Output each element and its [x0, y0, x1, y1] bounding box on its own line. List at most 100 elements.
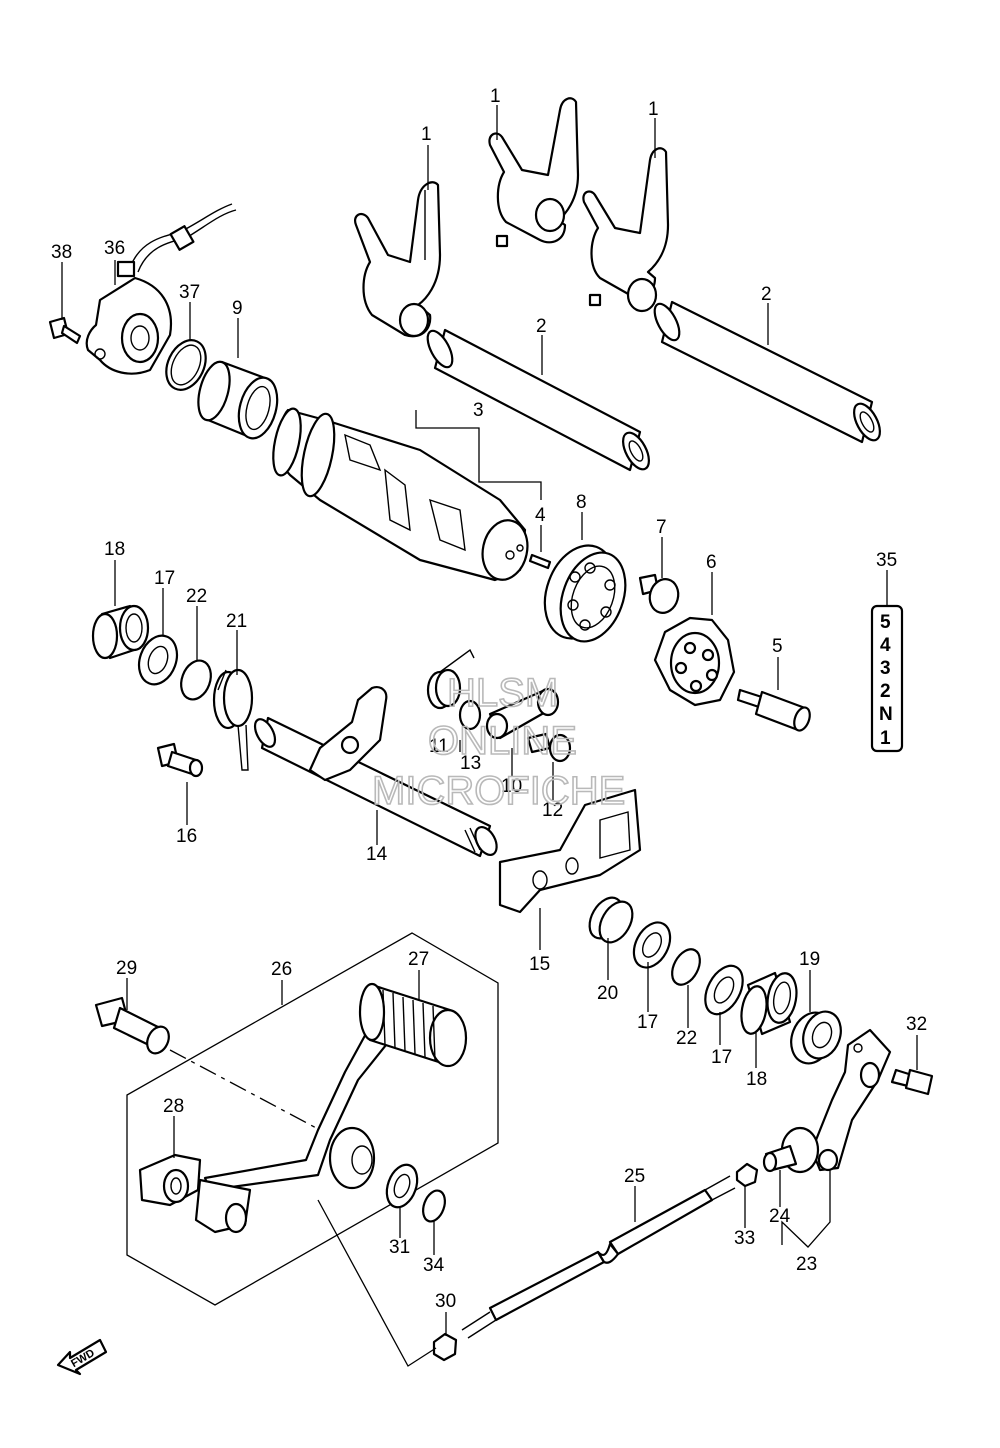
nut-33	[735, 1162, 759, 1188]
gearshift-cam	[272, 407, 529, 582]
gear-position-sensor	[85, 203, 237, 375]
callout-7: 7	[656, 517, 667, 538]
callout-37: 37	[179, 282, 200, 303]
cam-bolt-7	[638, 573, 680, 614]
callout-38: 38	[51, 242, 72, 263]
o-ring	[165, 339, 207, 391]
callout-2a: 2	[536, 316, 547, 337]
callout-32: 32	[906, 1014, 927, 1035]
callout-17b: 17	[637, 1012, 658, 1033]
callout-27: 27	[408, 949, 429, 970]
needle-bearing-18-upper	[91, 604, 150, 660]
stopper-bolt-16	[156, 742, 204, 778]
washer-17-lower-b-hole	[713, 976, 735, 1004]
gear-2: 2	[880, 681, 891, 702]
shift-return-spring-21	[212, 668, 254, 771]
callout-3: 3	[473, 400, 484, 421]
callout-17a: 17	[154, 568, 175, 589]
callout-21: 21	[226, 611, 247, 632]
gearshift-plate-15	[498, 788, 642, 914]
washer-17-upper	[137, 634, 179, 686]
callout-10: 10	[501, 776, 522, 797]
callout-28: 28	[163, 1096, 184, 1117]
callout-35: 35	[876, 550, 897, 571]
callout-5: 5	[772, 636, 783, 657]
washer-31	[385, 1163, 419, 1209]
cam-pin-5	[736, 688, 811, 732]
washer-17-lower-b	[704, 964, 744, 1016]
callout-12: 12	[542, 800, 563, 821]
gear-4: 4	[880, 635, 891, 656]
washer-31-hole	[393, 1173, 411, 1199]
callout-11: 11	[429, 736, 449, 757]
washer-17-lower-a	[632, 921, 672, 969]
callout-20: 20	[597, 983, 618, 1004]
gear-n: N	[879, 704, 893, 725]
arm-bolt-32	[890, 1068, 934, 1096]
gearshift-arm-23	[810, 1028, 892, 1172]
shift-fork-right	[582, 147, 670, 313]
callout-16: 16	[176, 826, 197, 847]
needle-bearing-9	[197, 360, 279, 440]
callout-25: 25	[624, 1166, 645, 1187]
callout-36: 36	[104, 238, 125, 259]
callout-9: 9	[232, 298, 243, 319]
washer-17-upper-hole	[147, 645, 169, 675]
gear-indicator-labels: 5 4 3 2 N 1	[879, 612, 893, 749]
fork-shaft-middle	[426, 328, 650, 472]
callout-1a: 1	[421, 124, 432, 145]
fork-shaft-right	[653, 300, 881, 444]
shift-fork-middle	[488, 97, 580, 248]
gearshift-rod-25	[461, 1175, 736, 1339]
watermark-line-1: HLSM	[447, 671, 558, 715]
callout-33: 33	[734, 1228, 755, 1249]
pedal-rubber-27	[358, 982, 468, 1068]
cam-driven-gear-6	[653, 616, 736, 707]
callout-23: 23	[796, 1254, 817, 1275]
shift-pedal-lever	[194, 1028, 392, 1234]
callout-4: 4	[535, 505, 546, 526]
leader-lines	[61, 105, 918, 1336]
callout-29: 29	[116, 958, 137, 979]
callout-26: 26	[271, 959, 292, 980]
callout-6: 6	[706, 552, 717, 573]
callout-18b: 18	[746, 1069, 767, 1090]
circlip-34	[422, 1189, 446, 1223]
rod-end-24	[762, 1126, 820, 1174]
pedal-bushing-28	[138, 1153, 202, 1207]
washer-17-lower-a-hole	[641, 932, 663, 958]
watermark: HLSM ONLINE MICROFICHE	[371, 670, 626, 814]
callout-8: 8	[576, 492, 587, 513]
callout-19: 19	[799, 949, 820, 970]
callout-1c: 1	[648, 99, 659, 120]
callout-labels: 1 1 1 2 2 3 4 5 6 7 8 9 10 11 12 13 14 1…	[51, 86, 927, 1312]
callout-17c: 17	[711, 1047, 732, 1068]
callout-18a: 18	[104, 539, 125, 560]
watermark-line-2: ONLINE	[428, 719, 577, 763]
sensor-bolt	[48, 316, 82, 345]
shift-fork-left	[354, 181, 442, 338]
watermark-line-3: MICROFICHE	[372, 769, 625, 813]
gearshift-spring-11	[426, 648, 475, 710]
circlip-22-lower	[671, 948, 701, 986]
nut-30	[432, 1332, 458, 1362]
ball-bearing-8	[543, 544, 627, 643]
callout-22a: 22	[186, 586, 207, 607]
rod-assembly-leader	[317, 1199, 437, 1367]
circlip-22-upper	[180, 659, 212, 701]
o-ring-inner	[170, 344, 202, 386]
gear-1: 1	[880, 728, 891, 749]
shift-arm-10	[485, 687, 560, 740]
spring-20-b	[598, 900, 634, 944]
gearshift-shaft-14	[253, 686, 498, 858]
callout-30: 30	[435, 1291, 456, 1312]
callout-31: 31	[389, 1237, 410, 1258]
callout-13: 13	[460, 753, 481, 774]
callout-22b: 22	[676, 1028, 697, 1049]
oil-seal-19	[790, 1010, 842, 1065]
callout-24: 24	[769, 1206, 791, 1227]
callout-2b: 2	[761, 284, 772, 305]
pin-4	[528, 553, 552, 570]
